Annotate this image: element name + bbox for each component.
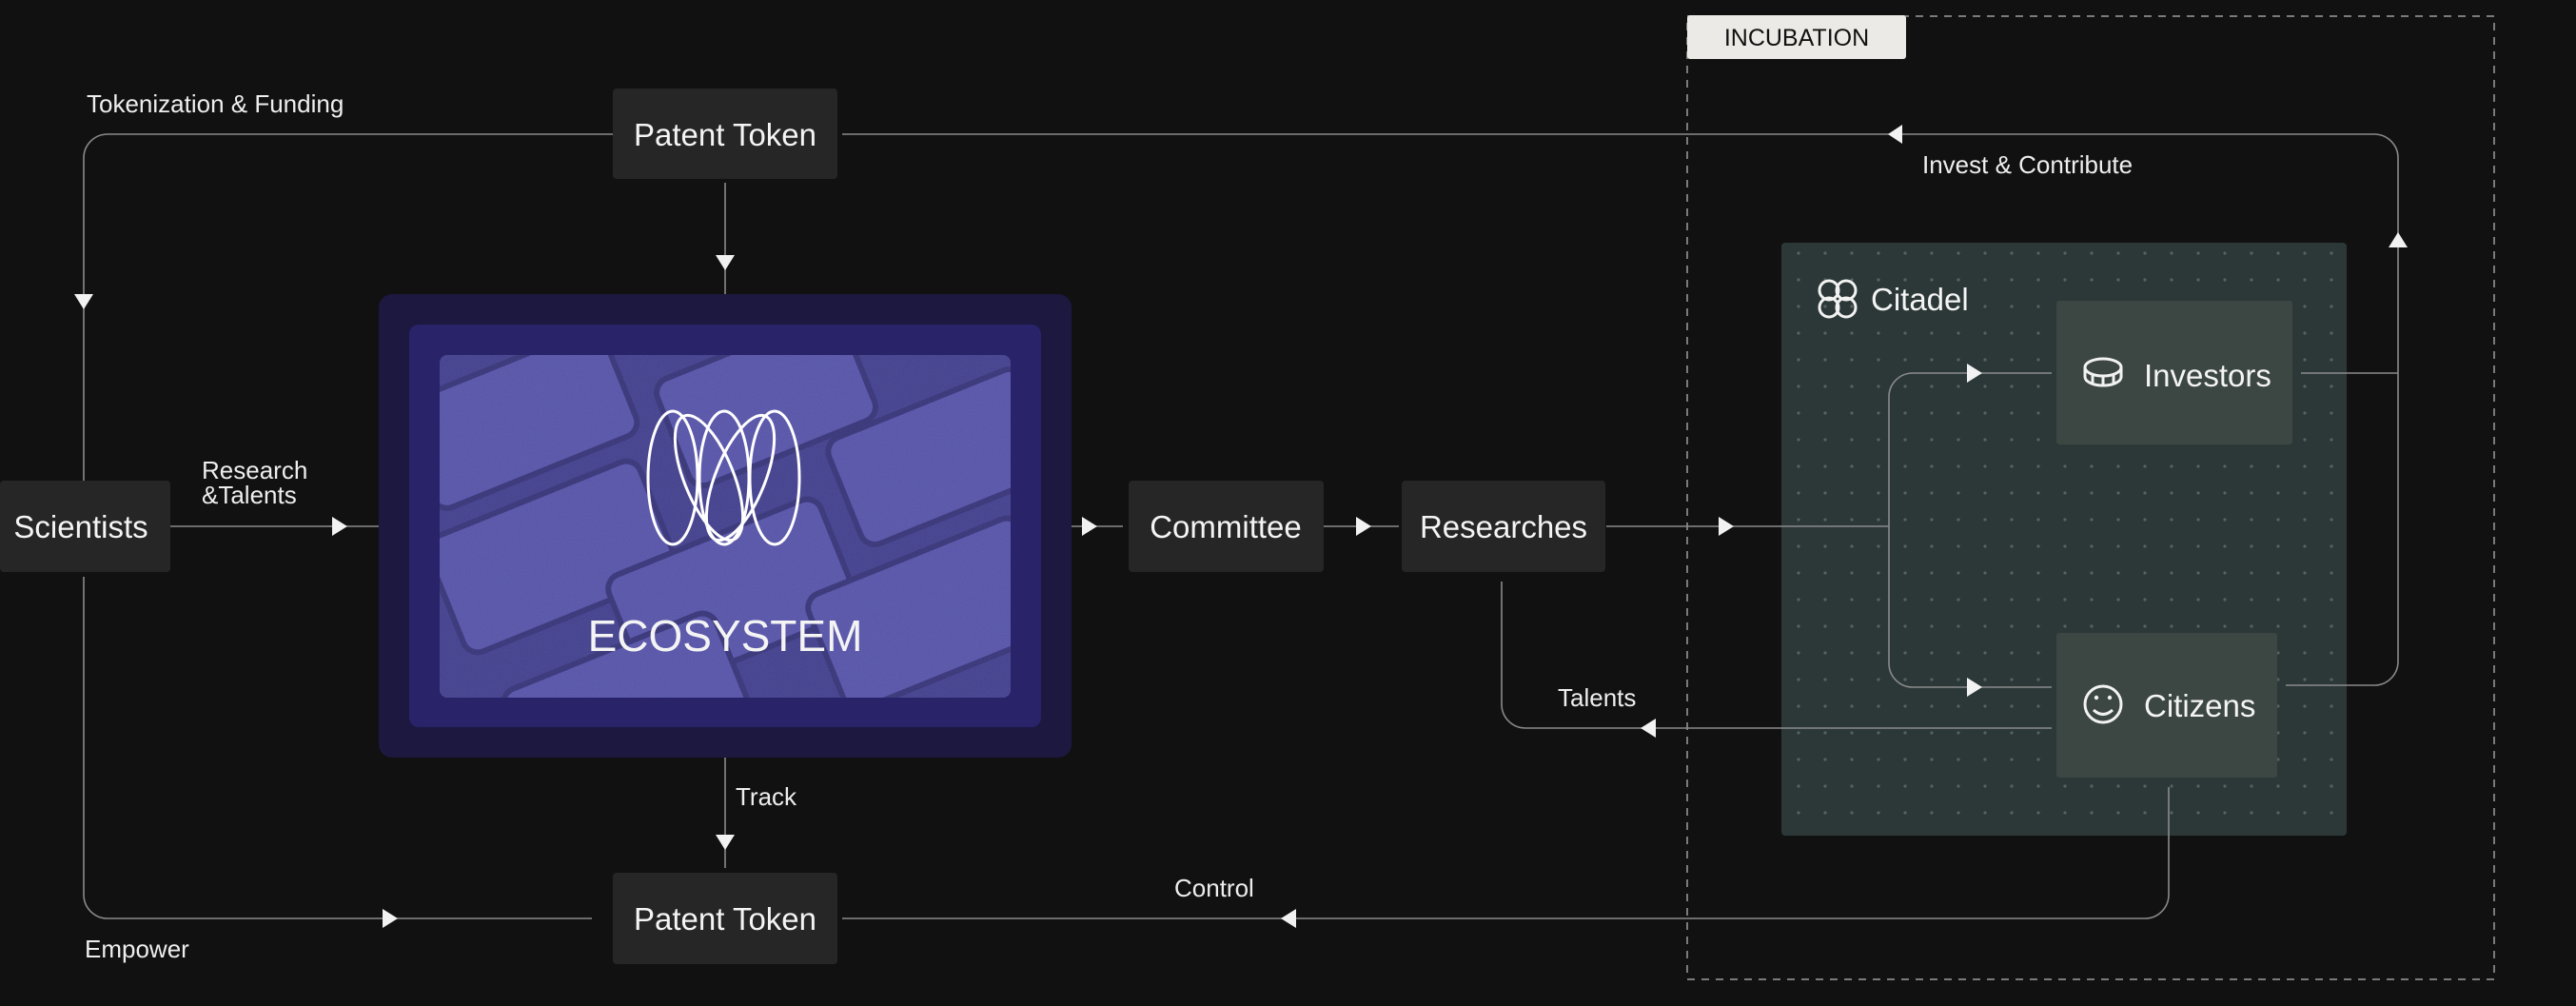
arrow-down-icon bbox=[716, 255, 735, 270]
edge-label-research: Research bbox=[202, 456, 307, 484]
patent-token-top-label: Patent Token bbox=[634, 117, 816, 152]
citizens-node[interactable]: Citizens bbox=[2056, 633, 2277, 778]
edge-label-invest-contribute: Invest & Contribute bbox=[1922, 150, 2133, 179]
committee-node[interactable]: Committee bbox=[1129, 481, 1324, 572]
scientists-label: Scientists bbox=[13, 509, 147, 544]
edge-label-talents: Talents bbox=[1558, 683, 1636, 712]
patent-token-bottom-node[interactable]: Patent Token bbox=[613, 873, 837, 964]
committee-label: Committee bbox=[1150, 509, 1302, 544]
arrow-left-icon bbox=[1888, 125, 1902, 144]
ecosystem-label: ECOSYSTEM bbox=[588, 611, 863, 661]
patent-token-bottom-label: Patent Token bbox=[634, 901, 816, 937]
edge-label-empower: Empower bbox=[85, 935, 189, 963]
investors-node[interactable]: Investors bbox=[2056, 301, 2292, 444]
smiley-icon bbox=[2083, 684, 2123, 724]
citadel-title: Citadel bbox=[1871, 282, 1969, 317]
arrow-down-icon bbox=[716, 835, 735, 850]
patent-token-top-node[interactable]: Patent Token bbox=[613, 89, 837, 179]
clover-icon bbox=[1818, 279, 1858, 319]
edge-label-track: Track bbox=[736, 782, 797, 811]
arrow-right-icon bbox=[332, 517, 347, 536]
arrow-right-icon bbox=[383, 909, 398, 928]
arrow-right-icon bbox=[1356, 517, 1371, 536]
arrow-right-icon bbox=[1082, 517, 1097, 536]
smiley-eye-right bbox=[2107, 695, 2113, 700]
connector-lines bbox=[83, 133, 2399, 919]
investors-label: Investors bbox=[2144, 358, 2271, 393]
scientists-node[interactable]: Scientists bbox=[0, 481, 170, 572]
edge-label-tokenization-funding: Tokenization & Funding bbox=[87, 89, 344, 118]
edge-label-talents-amp: &Talents bbox=[202, 481, 297, 509]
arrow-up-icon bbox=[2389, 232, 2408, 247]
coin-icon bbox=[2083, 357, 2123, 387]
incubation-label: INCUBATION bbox=[1724, 25, 1869, 51]
researches-node[interactable]: Researches bbox=[1402, 481, 1605, 572]
incubation-tab bbox=[1687, 15, 1906, 59]
arrow-left-icon bbox=[1281, 909, 1296, 928]
woven-loops-logo bbox=[646, 409, 801, 546]
arrow-right-icon bbox=[1967, 364, 1982, 383]
arrow-left-icon bbox=[1641, 719, 1656, 738]
arrow-right-icon bbox=[1719, 517, 1734, 536]
arrow-right-icon bbox=[1967, 678, 1982, 697]
edge-label-control: Control bbox=[1174, 874, 1254, 902]
citizens-label: Citizens bbox=[2144, 688, 2255, 723]
ecosystem-node[interactable]: ECOSYSTEM bbox=[379, 294, 1072, 809]
researches-label: Researches bbox=[1420, 509, 1587, 544]
incubation-group bbox=[1686, 15, 2495, 980]
arrowheads bbox=[74, 125, 2408, 928]
smiley-eye-left bbox=[2094, 695, 2099, 700]
arrow-down-icon bbox=[74, 294, 93, 309]
